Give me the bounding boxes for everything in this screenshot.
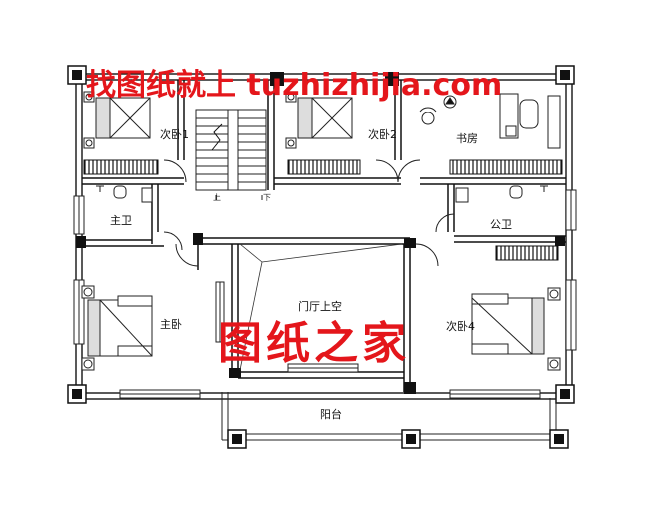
- column-nw: [67, 65, 87, 85]
- bath-fixtures: [96, 185, 548, 203]
- wardrobes: [83, 159, 563, 261]
- bed-bedroom2: [297, 97, 353, 139]
- room-label-master-bath: 主卫: [110, 214, 132, 227]
- bed-bedroom1: [95, 97, 151, 139]
- stair-down-label: 下: [263, 193, 271, 202]
- balcony-columns: [227, 429, 569, 449]
- room-label-master-bedroom: 主卧: [160, 318, 182, 331]
- bed-master: [87, 295, 153, 357]
- room-label-public-bath: 公卫: [490, 218, 512, 231]
- bed-bedroom4: [471, 293, 545, 355]
- balcony: [221, 392, 557, 441]
- column-sw: [67, 384, 87, 404]
- windows: [73, 189, 577, 399]
- staircase: [195, 109, 267, 200]
- room-label-bedroom2: 次卧2: [368, 127, 397, 141]
- study-furniture: [419, 93, 561, 149]
- balcony-column-right: [549, 429, 569, 449]
- column-ne: [555, 65, 575, 85]
- balcony-column-left: [227, 429, 247, 449]
- stair-treads: [196, 117, 266, 183]
- column-se: [555, 384, 575, 404]
- wall-junctions: [76, 233, 565, 394]
- room-label-hall-void: 门厅上空: [298, 299, 342, 313]
- watermark-top: 找图纸就上 tuzhizhijia.com: [86, 68, 502, 103]
- stair-up-label: 上: [213, 193, 221, 202]
- hall-void-lines: [239, 243, 403, 371]
- room-label-bedroom4: 次卧4: [446, 319, 475, 333]
- door-swings: [163, 159, 455, 267]
- corner-columns: [67, 65, 575, 404]
- watermark-center: 图纸之家: [218, 318, 410, 369]
- room-label-study: 书房: [456, 132, 478, 145]
- room-label-balcony: 阳台: [320, 407, 342, 421]
- nightstands: [81, 91, 561, 371]
- room-label-bedroom1: 次卧1: [160, 127, 189, 141]
- balcony-column-mid: [401, 429, 421, 449]
